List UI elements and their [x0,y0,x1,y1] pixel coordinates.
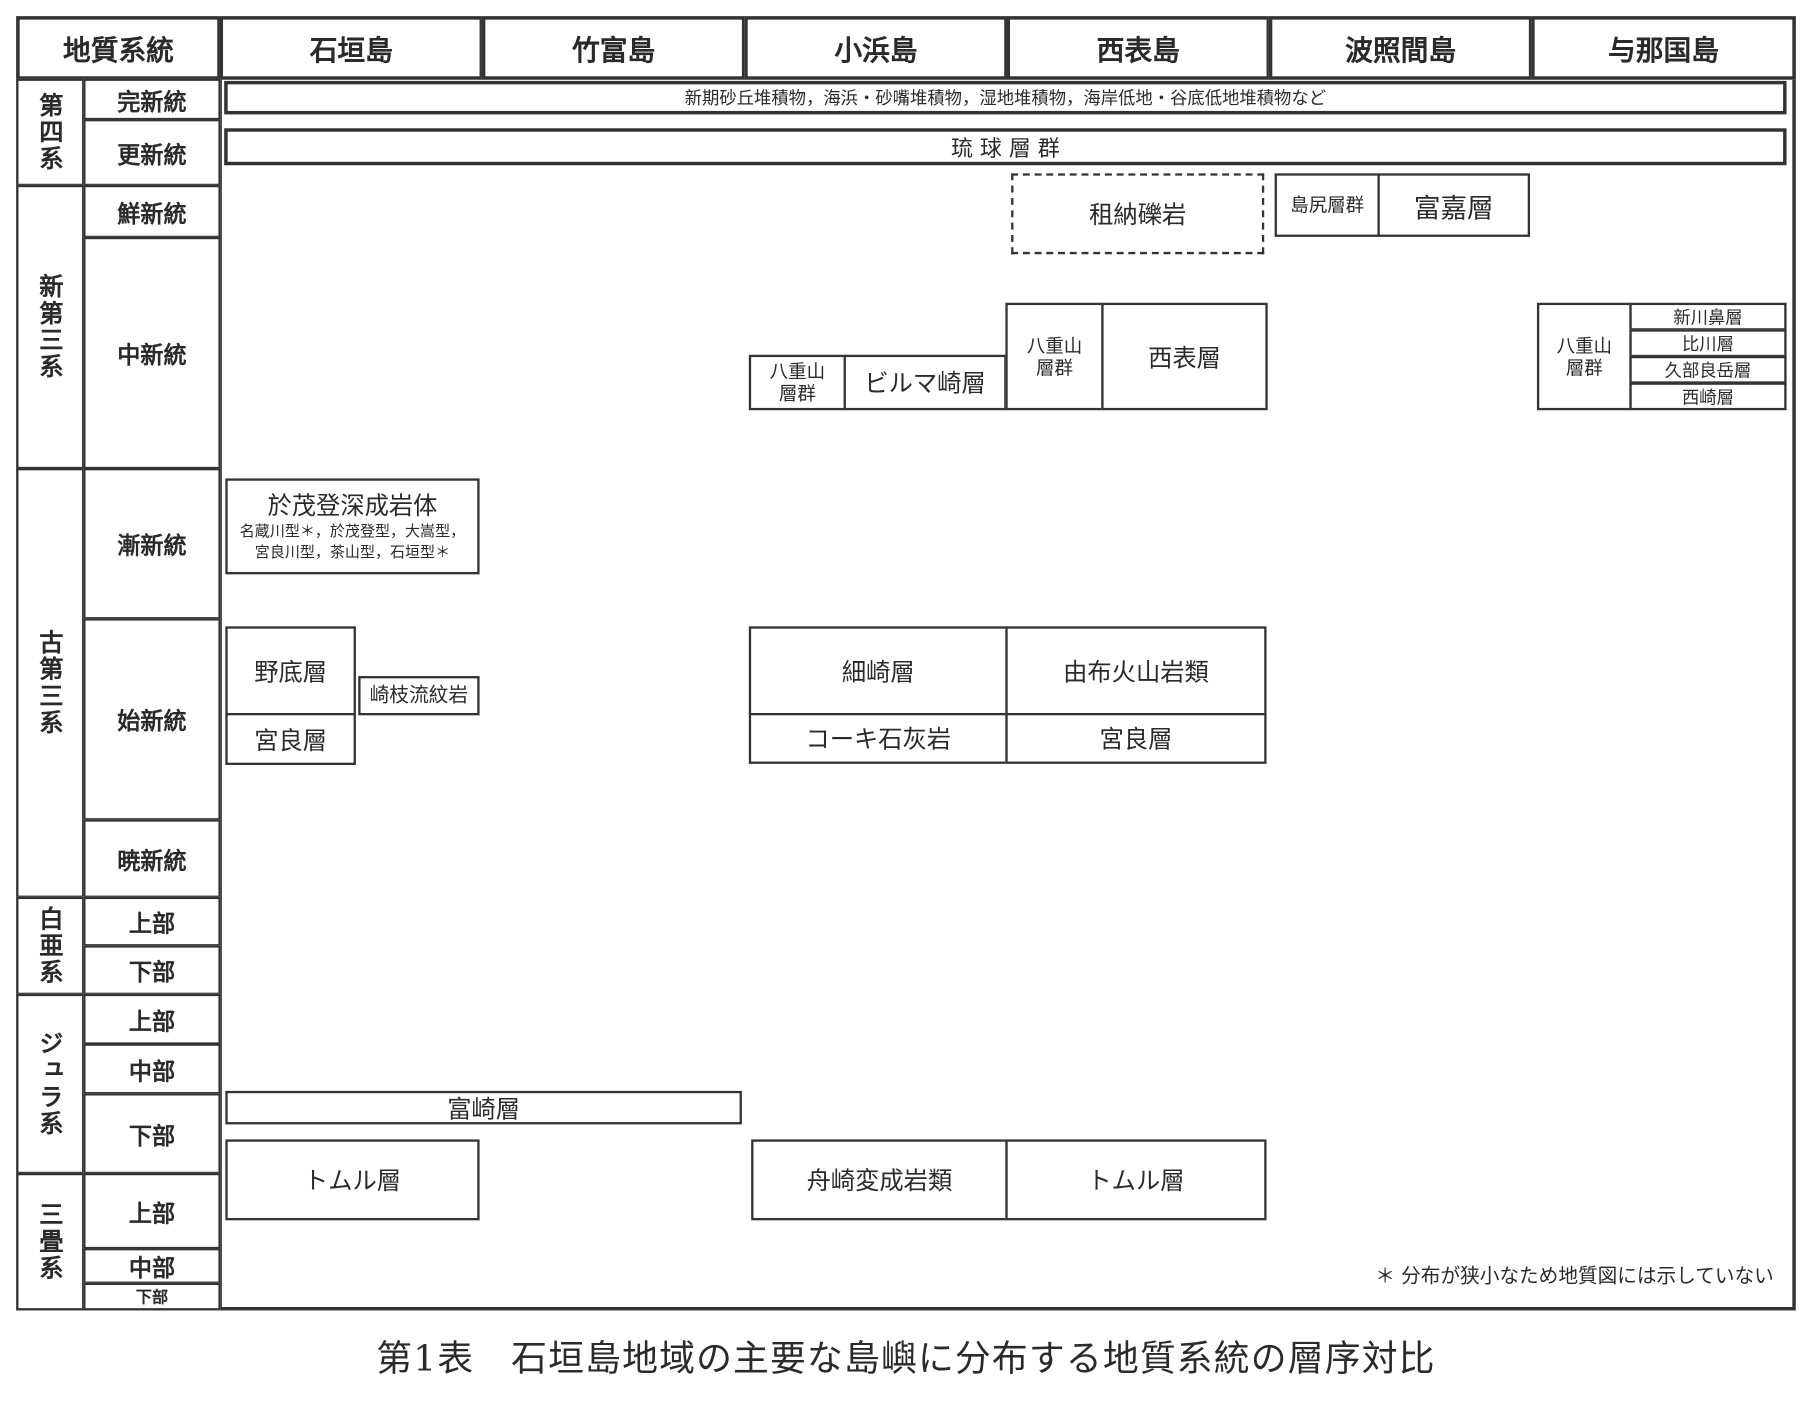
series-oligocene: 漸新統 [83,468,221,620]
header-island-kohama: 小浜島 [744,16,1008,80]
series-jurassic-middle: 中部 [83,1043,221,1095]
unit-yaeyama-group-iriomote: 八重山 層群 [1005,302,1104,411]
unit-holocene-deposits: 新期砂丘堆積物，海浜・砂嘴堆積物，湿地堆積物，海岸低地・谷底低地堆積物など [224,80,1787,115]
series-cretaceous-lower: 下部 [83,945,221,995]
system-neogene: 新第三系 [16,184,85,470]
unit-yubu-volcanic-rocks: 由布火山岩類 [1005,626,1267,716]
series-triassic-middle: 中部 [83,1248,221,1284]
unit-shimajiri-group: 島尻層群 [1274,173,1380,237]
system-jurassic: ジュラ系 [16,993,85,1175]
series-pleistocene: 更新統 [83,119,221,187]
unit-sakieda-rhyolite: 崎枝流紋岩 [358,676,480,716]
unit-funazaki-metamorphic-rocks: 舟崎変成岩類 [751,1139,1008,1221]
series-triassic-upper: 上部 [83,1172,221,1250]
unit-tomuru-formation-iriomote: トムル層 [1005,1139,1267,1221]
series-jurassic-upper: 上部 [83,993,221,1045]
series-holocene: 完新統 [83,78,221,121]
omoto-types-line-2: 宮良川型，茶山型，石垣型＊ [254,543,451,562]
unit-nosoko-formation: 野底層 [225,626,356,716]
omoto-title: 於茂登深成岩体 [267,491,438,520]
series-cretaceous-upper: 上部 [83,896,221,947]
unit-tomuru-formation-ishigaki: トムル層 [225,1139,480,1221]
system-quaternary: 第四系 [16,78,85,187]
header-geologic-system: 地質系統 [16,16,221,80]
system-paleogene: 古第三系 [16,468,85,898]
unit-miyara-formation-iriomote: 宮良層 [1005,713,1267,764]
system-cretaceous: 白亜系 [16,896,85,995]
unit-fuka-formation: 富嘉層 [1377,173,1531,237]
unit-higawa-formation: 比川層 [1629,329,1787,358]
table-caption: 第1表 石垣島地域の主要な島嶼に分布する地質系統の層序対比 [376,1338,1436,1380]
unit-yaeyama-group-kohama: 八重山 層群 [748,354,846,411]
header-island-ishigaki: 石垣島 [219,16,484,80]
unit-iriomote-formation: 西表層 [1101,302,1268,411]
unit-omoto-plutonic-body: 於茂登深成岩体 名蔵川型＊，於茂登型，大嵩型， 宮良川型，茶山型，石垣型＊ [225,478,480,575]
unit-kuburadake-formation: 久部良岳層 [1629,355,1787,384]
unit-irizaki-formation: 西崎層 [1629,382,1787,411]
footnote: ＊ 分布が狭小なため地質図には示していない [1375,1265,1774,1289]
header-island-taketomi: 竹富島 [481,16,746,80]
unit-koki-limestone: コーキ石灰岩 [748,713,1008,764]
omoto-types-line-1: 名蔵川型＊，於茂登型，大嵩型， [239,522,466,541]
header-island-iriomote: 西表島 [1006,16,1271,80]
series-pliocene: 鮮新統 [83,184,221,239]
unit-yaeyama-group-yonaguni: 八重山 層群 [1536,302,1632,411]
header-island-hateruma: 波照間島 [1268,16,1533,80]
series-triassic-lower: 下部 [83,1282,221,1311]
system-triassic: 三畳系 [16,1172,85,1311]
series-miocene: 中新統 [83,236,221,470]
series-eocene: 始新統 [83,618,221,821]
unit-miyara-formation-ishigaki: 宮良層 [225,713,356,766]
series-jurassic-lower: 下部 [83,1093,221,1175]
unit-hosozaki-formation: 細崎層 [748,626,1008,716]
unit-aragawabana-formation: 新川鼻層 [1629,302,1787,331]
unit-fusaki-formation: 富崎層 [225,1090,742,1125]
unit-sonai-conglomerate: 租納礫岩 [1011,173,1265,255]
unit-ryukyu-group: 琉 球 層 群 [224,128,1787,166]
header-island-yonaguni: 与那国島 [1531,16,1796,80]
series-paleocene: 暁新統 [83,819,221,898]
unit-biruma-formation: ビルマ崎層 [843,354,1007,411]
